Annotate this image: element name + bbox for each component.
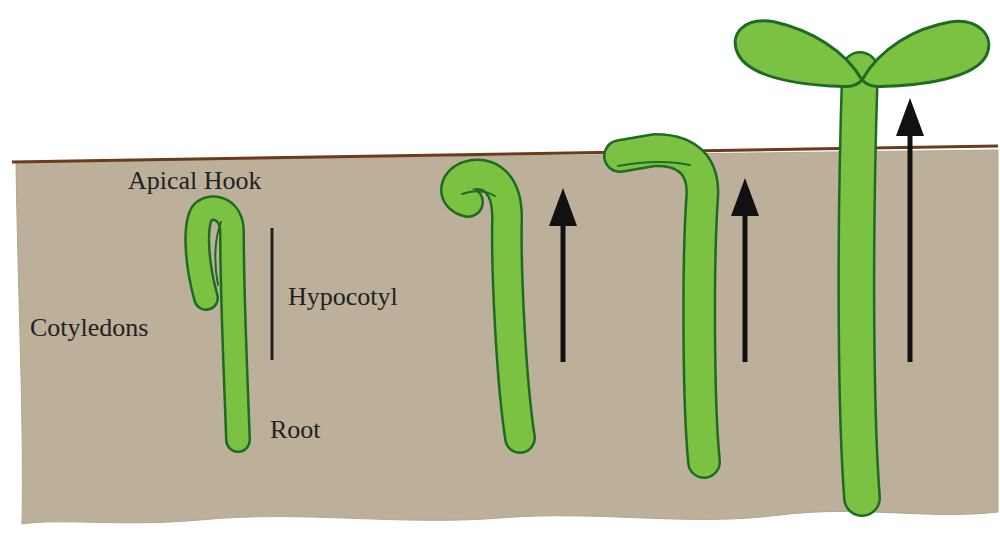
part-label: Hypocotyl: [288, 282, 398, 312]
cotyledon: [735, 21, 862, 87]
hypocotyl-bracket: [271, 228, 274, 360]
cotyledon: [862, 21, 989, 86]
growth-arrow: [549, 188, 577, 362]
growth-arrow: [896, 98, 924, 362]
part-label: Apical Hook: [128, 166, 262, 196]
growth-arrow: [731, 178, 759, 362]
part-label: Cotyledons: [30, 313, 148, 343]
seedling-1: [197, 208, 238, 440]
seedling-2: [456, 175, 520, 438]
part-label: Root: [270, 415, 321, 445]
seedling-4: [735, 21, 989, 498]
seedling-3: [618, 150, 704, 462]
